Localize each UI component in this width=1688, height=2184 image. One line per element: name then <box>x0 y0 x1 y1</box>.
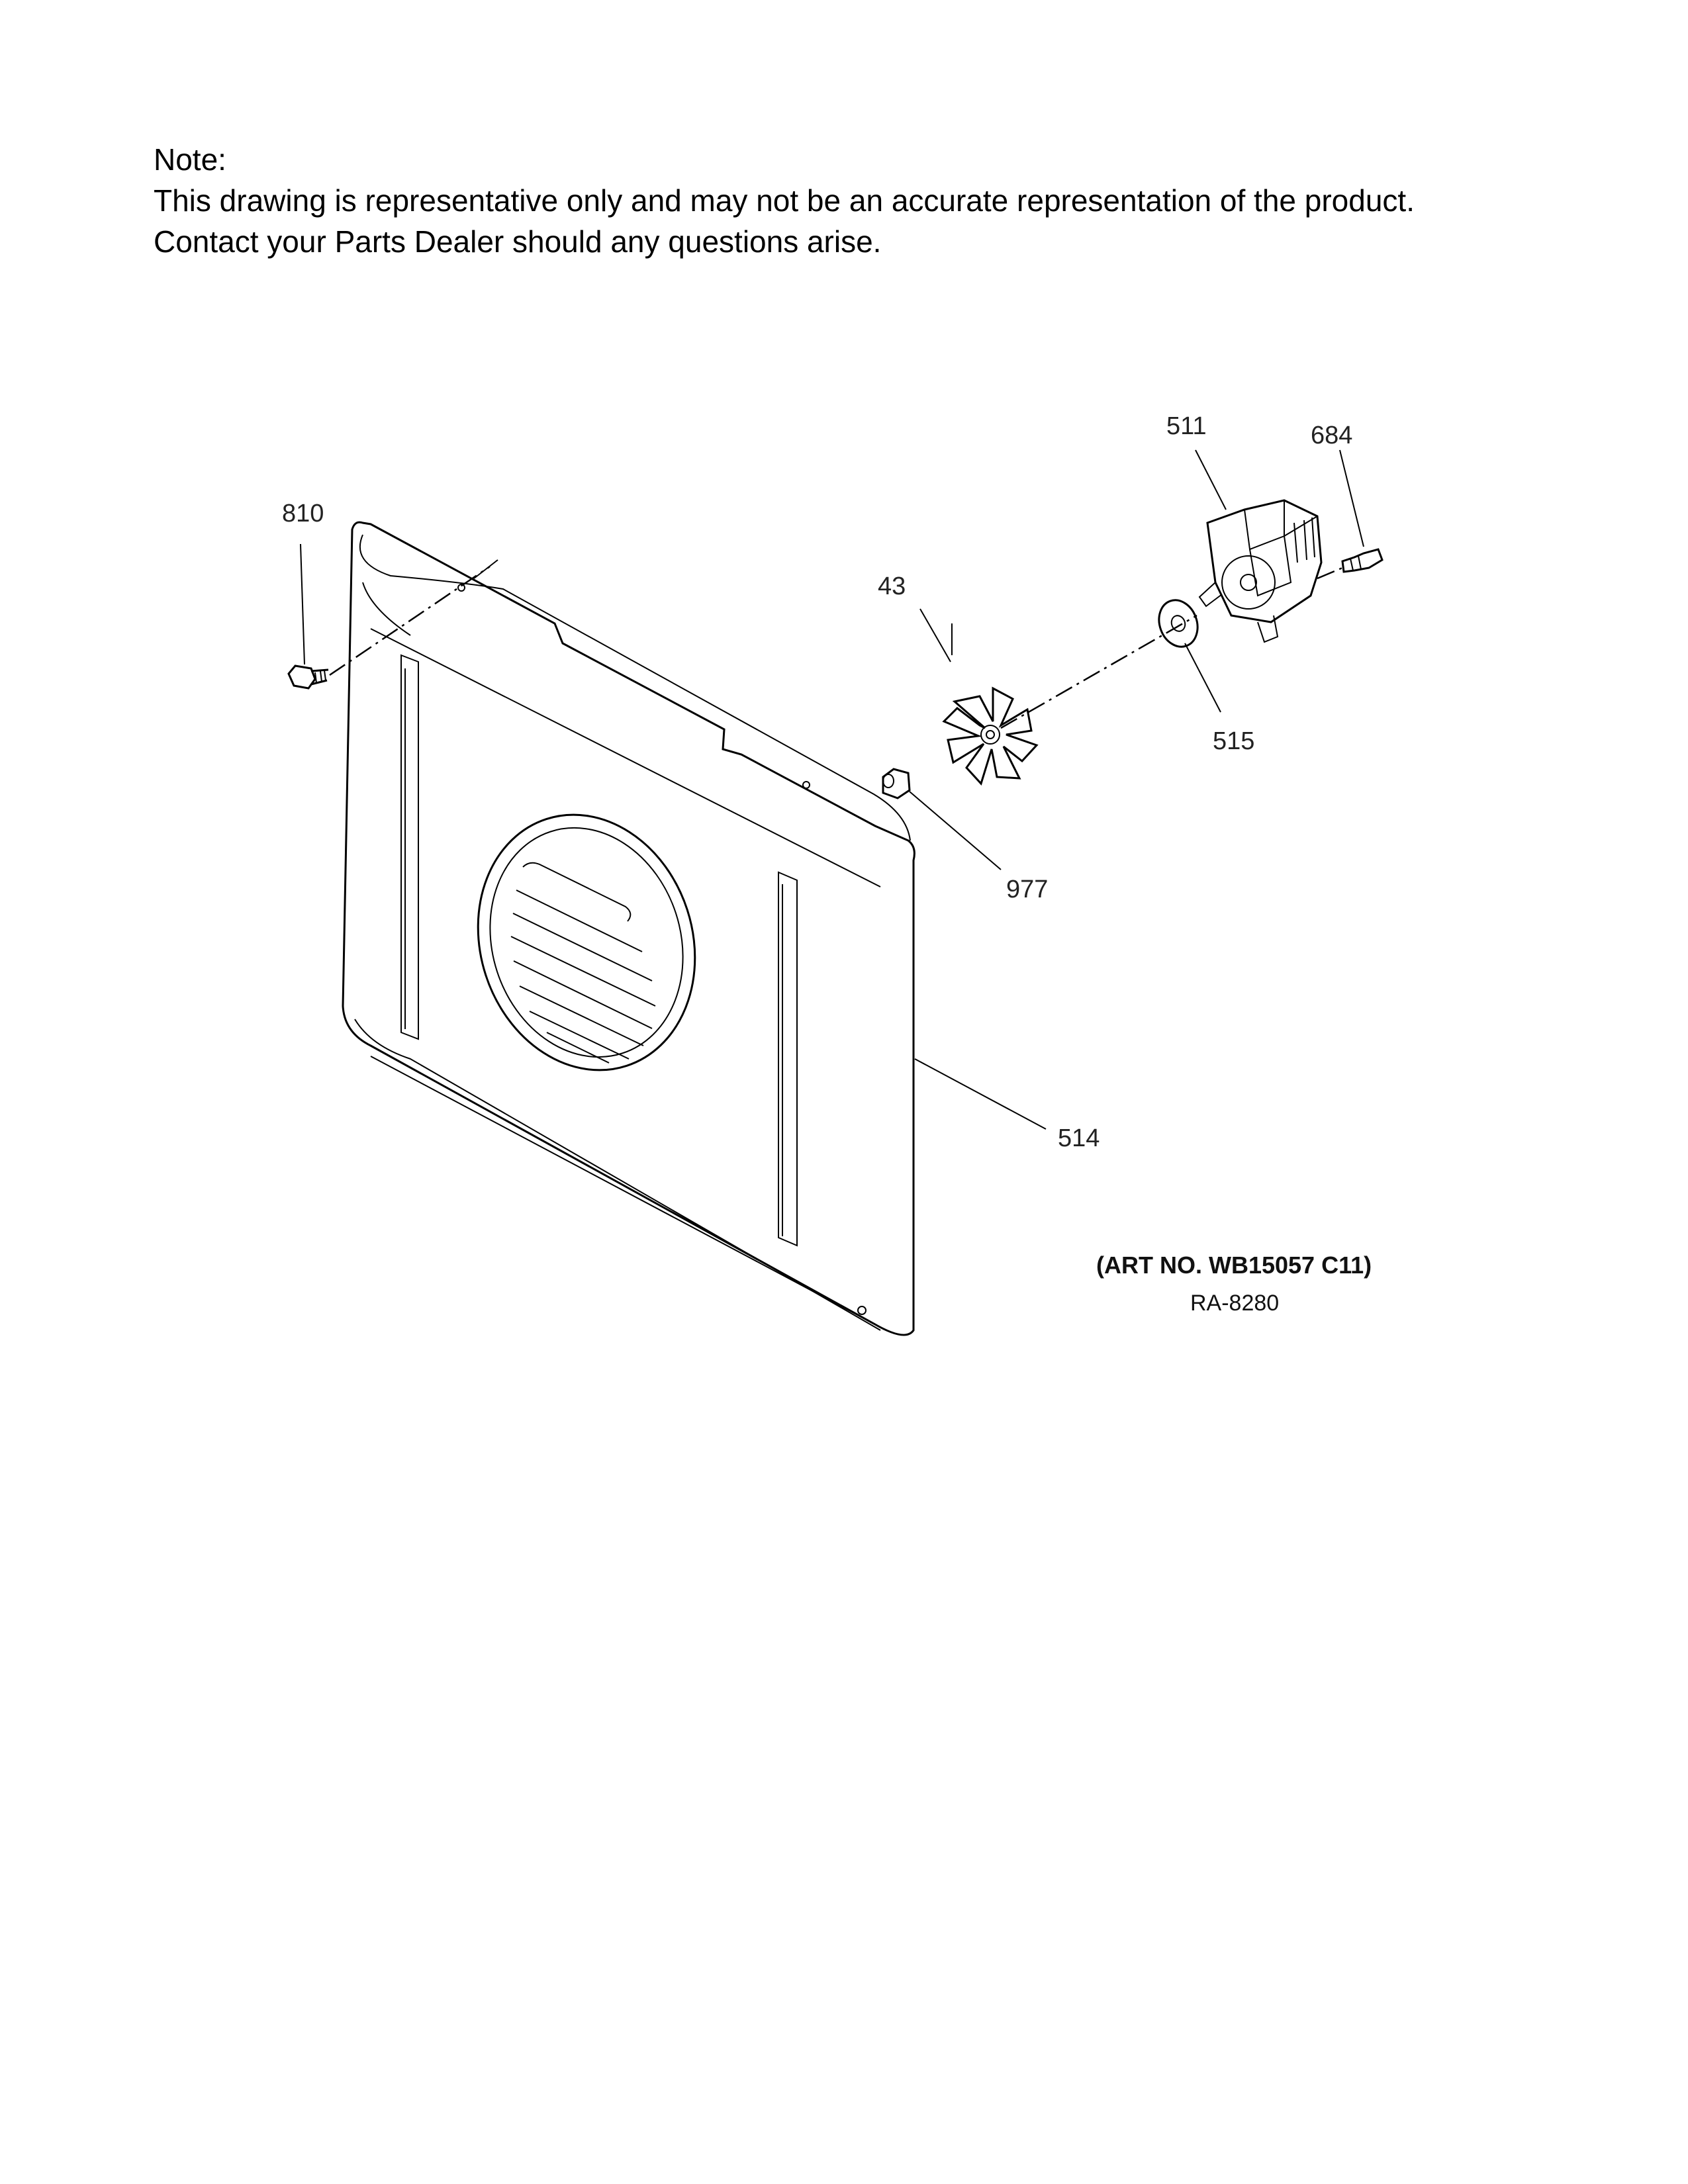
art-number: (ART NO. WB15057 C11) <box>1096 1251 1372 1279</box>
motor-511 <box>1195 449 1323 643</box>
note-heading: Note: <box>154 142 226 177</box>
callout-810: 810 <box>282 500 324 527</box>
fan-grille <box>477 813 696 1071</box>
note-line-2: Contact your Parts Dealer should any que… <box>154 224 882 259</box>
nut-977 <box>882 768 1002 870</box>
screw-684 <box>1317 449 1383 580</box>
note-line-1: This drawing is representative only and … <box>154 183 1415 218</box>
washer-515 <box>1158 599 1221 713</box>
callout-511: 511 <box>1166 412 1207 440</box>
leader-514 <box>914 1058 1047 1130</box>
ra-code: RA-8280 <box>1190 1291 1279 1316</box>
callout-684: 684 <box>1311 422 1352 449</box>
rear-panel-514 <box>342 521 915 1336</box>
shaft-axis-line <box>1000 614 1197 729</box>
callout-514: 514 <box>1058 1124 1100 1152</box>
callout-515: 515 <box>1213 727 1254 755</box>
fan-blade-43 <box>919 608 1039 786</box>
note-block: Note: This drawing is representative onl… <box>154 139 1415 262</box>
screw-810 <box>287 543 498 690</box>
callout-43: 43 <box>878 572 906 600</box>
callout-977: 977 <box>1006 876 1048 903</box>
